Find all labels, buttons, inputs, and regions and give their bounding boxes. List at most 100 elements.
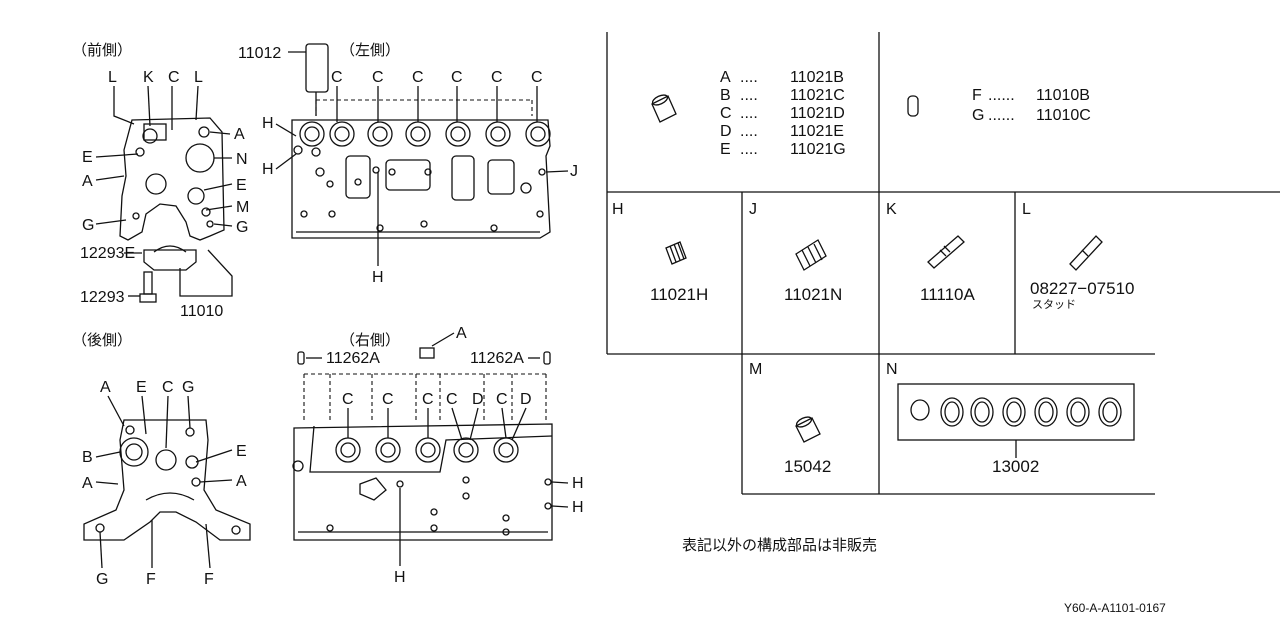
front-callout-l1: L bbox=[108, 69, 117, 86]
front-part-12293e: 12293E bbox=[80, 245, 135, 262]
right-callout-c2: C bbox=[382, 391, 394, 408]
left-callout-h2: H bbox=[262, 161, 274, 178]
legend-dots-f: ...... bbox=[988, 87, 1015, 104]
legend-cell-k: K 11110A bbox=[886, 201, 975, 304]
front-callout-e1: E bbox=[82, 149, 93, 166]
rear-callout-b: B bbox=[82, 449, 93, 466]
left-callout-h1: H bbox=[262, 115, 274, 132]
left-view-title: （左側） bbox=[340, 41, 400, 59]
right-part-11262a-left: 11262A bbox=[326, 350, 380, 367]
cell-n-part: 13002 bbox=[992, 457, 1039, 476]
front-callout-a1: A bbox=[234, 126, 245, 143]
cell-l-note: スタッド bbox=[1032, 298, 1076, 311]
front-view-title: （前側） bbox=[72, 41, 132, 59]
front-callout-e2: E bbox=[236, 177, 247, 194]
stud-bolt-icon bbox=[927, 235, 965, 269]
front-callout-k: K bbox=[143, 69, 154, 86]
rear-callout-a1: A bbox=[100, 379, 111, 396]
right-callout-d2: D bbox=[520, 391, 532, 408]
diagram-code: Y60-A-A1101-0167 bbox=[1064, 601, 1166, 615]
front-callout-c: C bbox=[168, 69, 180, 86]
right-callout-h1: H bbox=[572, 475, 584, 492]
legend-key-e: E bbox=[720, 141, 731, 158]
legend-group-a-e: A .... 11021B B .... 11021C C .... 11021… bbox=[651, 69, 846, 158]
right-callout-c4: C bbox=[446, 391, 458, 408]
legend-dots-a: .... bbox=[740, 69, 758, 86]
cell-j-letter: J bbox=[749, 201, 757, 218]
rear-view-title: （後側） bbox=[72, 331, 132, 349]
legend-part-f: 11010B bbox=[1036, 87, 1090, 104]
left-callout-c5: C bbox=[491, 69, 503, 86]
legend-dots-c: .... bbox=[740, 105, 758, 122]
left-callout-c1: C bbox=[331, 69, 343, 86]
front-part-11010: 11010 bbox=[180, 303, 223, 320]
legend-cell-m: M 15042 bbox=[749, 361, 831, 476]
front-callout-g1: G bbox=[82, 217, 94, 234]
front-callout-m: M bbox=[236, 199, 249, 216]
legend-part-g: 11010C bbox=[1036, 107, 1091, 124]
legend-grid: A .... 11021B B .... 11021C C .... 11021… bbox=[606, 32, 1280, 495]
legend-key-d: D bbox=[720, 123, 732, 140]
right-view: （右側） A 11262A 11262A C C C C D bbox=[292, 325, 584, 586]
front-view: （前側） L K C L A E N A E M G G bbox=[72, 41, 249, 320]
bushing-icon bbox=[651, 95, 677, 123]
threaded-plug-long-icon bbox=[795, 239, 827, 271]
left-callout-c6: C bbox=[531, 69, 543, 86]
cell-l-part: 08227−07510 bbox=[1030, 279, 1134, 298]
legend-dots-g: ...... bbox=[988, 107, 1015, 124]
legend-part-d: 11021E bbox=[790, 123, 844, 140]
right-callout-c3: C bbox=[422, 391, 434, 408]
legend-key-c: C bbox=[720, 105, 732, 122]
legend-part-c: 11021D bbox=[790, 105, 845, 122]
right-part-11262a-right: 11262A bbox=[470, 350, 524, 367]
cell-h-letter: H bbox=[612, 201, 624, 218]
right-callout-a: A bbox=[456, 325, 467, 342]
rear-callout-a3: A bbox=[236, 473, 247, 490]
left-view: （左側） 11012 C C C C C C bbox=[238, 41, 578, 286]
cell-m-letter: M bbox=[749, 361, 762, 378]
stud-icon bbox=[1069, 235, 1103, 271]
rear-block-outline bbox=[83, 419, 251, 541]
rear-callout-e2: E bbox=[236, 443, 247, 460]
front-callout-n: N bbox=[236, 151, 248, 168]
legend-cell-l: L 08227−07510 スタッド bbox=[1022, 201, 1134, 311]
legend-dots-b: .... bbox=[740, 87, 758, 104]
right-callout-h2: H bbox=[572, 499, 584, 516]
legend-key-g: G bbox=[972, 107, 984, 124]
cell-l-letter: L bbox=[1022, 201, 1031, 218]
piston-ring-set-icon bbox=[910, 397, 1122, 427]
front-part-12293: 12293 bbox=[80, 289, 125, 306]
left-callout-h3: H bbox=[372, 269, 384, 286]
left-callout-c3: C bbox=[412, 69, 424, 86]
cell-m-part: 15042 bbox=[784, 457, 831, 476]
rear-callout-c: C bbox=[162, 379, 174, 396]
legend-key-a: A bbox=[720, 69, 731, 86]
footnote: 表記以外の構成部品は非販売 bbox=[682, 536, 877, 554]
right-callout-d1: D bbox=[472, 391, 484, 408]
rear-callout-f2: F bbox=[204, 571, 214, 588]
legend-dots-e: .... bbox=[740, 141, 758, 158]
legend-cell-n: N 13002 bbox=[886, 361, 1135, 476]
legend-part-e: 11021G bbox=[790, 141, 846, 158]
left-callout-j: J bbox=[570, 163, 578, 180]
legend-dots-d: .... bbox=[740, 123, 758, 140]
legend-cell-h: H 11021H bbox=[612, 201, 708, 304]
front-block-outline bbox=[119, 117, 225, 241]
front-callout-a2: A bbox=[82, 173, 93, 190]
cell-k-letter: K bbox=[886, 201, 897, 218]
right-block-outline bbox=[293, 423, 553, 541]
front-callout-l2: L bbox=[194, 69, 203, 86]
right-callout-c1: C bbox=[342, 391, 354, 408]
cell-k-part: 11110A bbox=[920, 285, 975, 304]
left-callout-c4: C bbox=[451, 69, 463, 86]
cell-h-part: 11021H bbox=[650, 285, 708, 304]
dowel-pin-icon bbox=[907, 95, 919, 117]
right-callout-h3: H bbox=[394, 569, 406, 586]
left-block-outline bbox=[291, 119, 551, 239]
sleeve-icon bbox=[795, 417, 821, 443]
legend-cell-j: J 11021N bbox=[749, 201, 842, 304]
right-view-title: （右側） bbox=[340, 331, 400, 349]
legend-group-f-g: F ...... 11010B G ...... 11010C bbox=[907, 87, 1091, 124]
rear-callout-g1: G bbox=[182, 379, 194, 396]
